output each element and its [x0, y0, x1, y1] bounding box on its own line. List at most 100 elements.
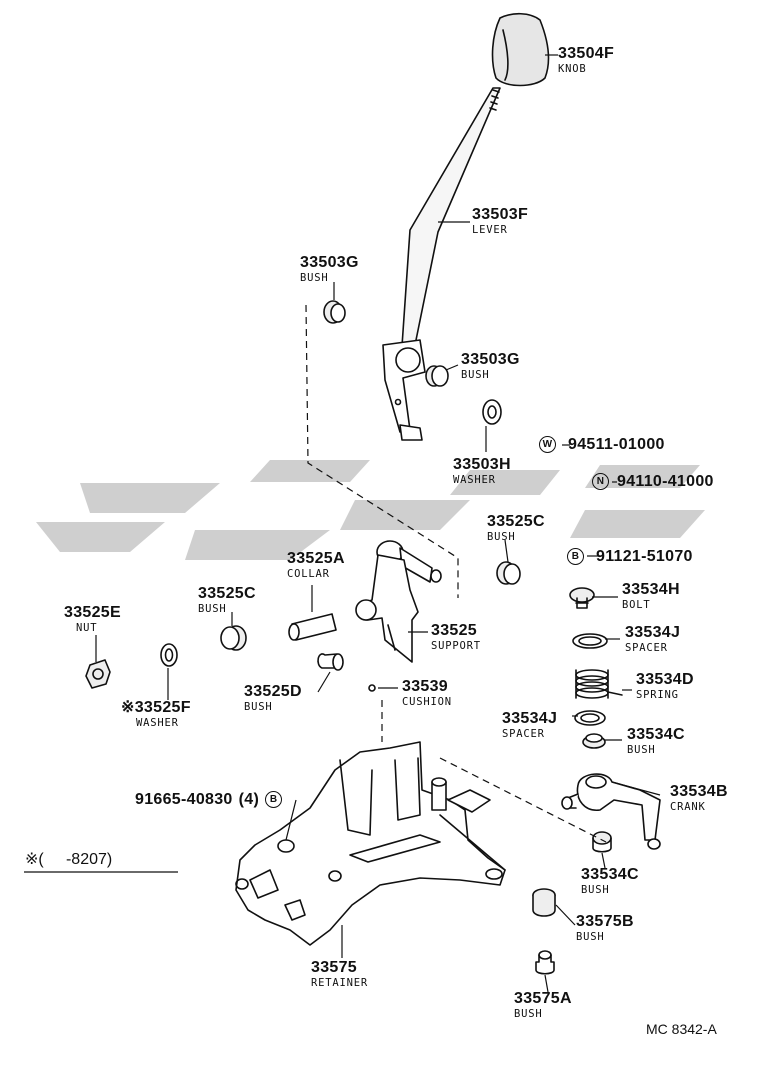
- part-number: 94511-01000: [568, 435, 665, 453]
- spacer-lower-shape: [574, 710, 606, 726]
- nut-shape: [85, 659, 111, 689]
- part-number: 33575B: [576, 913, 634, 930]
- part-number: 33525F: [134, 699, 191, 716]
- retainer-shape: [235, 741, 506, 946]
- part-label-collar: 33525A COLLAR: [287, 551, 345, 580]
- part-name: WASHER: [136, 717, 179, 729]
- footnote-text: ( -8207): [38, 851, 113, 868]
- part-number: 91121-51070: [596, 547, 693, 565]
- part-label-washer-33503h: 33503H WASHER: [453, 457, 511, 486]
- assembly-dashes: [305, 304, 607, 843]
- part-number: 33525E: [64, 604, 121, 621]
- part-label-bush-33525d: 33525D BUSH: [244, 684, 302, 713]
- footnote-mark: ※: [25, 851, 39, 868]
- part-name: SPACER: [625, 642, 668, 654]
- part-number: 33575A: [514, 990, 572, 1007]
- part-number: 33525C: [198, 585, 256, 602]
- part-name: RETAINER: [311, 977, 368, 989]
- part-label-spacer-lower: 33534J SPACER: [502, 711, 557, 740]
- lever-shape: [382, 87, 501, 441]
- part-label-lever: 33503F LEVER: [472, 207, 528, 236]
- part-number: 33503G: [461, 351, 520, 368]
- standard-part-n: N 94110-41000: [592, 473, 714, 490]
- b-circle-icon: B: [265, 791, 283, 808]
- part-number: 91665-40830: [135, 790, 233, 808]
- bush-33534c-lower-shape: [592, 831, 612, 853]
- part-label-bush-33575b: 33575B BUSH: [576, 914, 634, 943]
- part-name: BUSH: [461, 369, 490, 381]
- part-name: SPACER: [502, 728, 545, 740]
- diagram-code: MC 8342-A: [646, 1021, 717, 1037]
- part-number: 33534C: [581, 866, 639, 883]
- part-name: SUPPORT: [431, 640, 481, 652]
- part-number: 33503H: [453, 456, 511, 473]
- part-label-bolt: 33534H BOLT: [622, 582, 680, 611]
- part-name: SPRING: [636, 689, 679, 701]
- part-number: 33575: [311, 959, 357, 976]
- part-name: CUSHION: [402, 696, 452, 708]
- part-name: COLLAR: [287, 568, 330, 580]
- support-shape: [355, 540, 442, 663]
- cushion-shape: [368, 684, 376, 692]
- bush-33525c-right-shape: [496, 561, 521, 585]
- part-quantity: (4): [238, 790, 260, 808]
- part-number: 33534H: [622, 581, 680, 598]
- part-label-nut: 33525E NUT: [64, 605, 121, 634]
- leader-lines: [24, 54, 661, 993]
- part-name: KNOB: [558, 63, 587, 75]
- part-name: BOLT: [622, 599, 651, 611]
- part-number: 33534C: [627, 726, 685, 743]
- bolt-shape: [569, 587, 595, 609]
- part-label-crank: 33534B CRANK: [670, 784, 728, 813]
- collar-shape: [288, 613, 337, 641]
- part-label-bush-33525c-left: 33525C BUSH: [198, 586, 256, 615]
- crank-shape: [561, 773, 661, 850]
- part-name: BUSH: [576, 931, 605, 943]
- part-note-mark: ※: [121, 699, 135, 716]
- washer-33525f-shape: [160, 643, 178, 667]
- bush-33534c-upper-shape: [582, 733, 606, 749]
- part-name: BUSH: [627, 744, 656, 756]
- part-label-cushion: 33539 CUSHION: [402, 679, 452, 708]
- part-name: WASHER: [453, 474, 496, 486]
- part-number: 94110-41000: [617, 472, 714, 490]
- bush-upper-right-shape: [425, 365, 449, 387]
- part-number: 33525: [431, 622, 477, 639]
- part-number: 33534B: [670, 783, 728, 800]
- part-number: 33534J: [502, 710, 558, 727]
- part-label-retainer: 33575 RETAINER: [311, 960, 368, 989]
- footnote: ※( -8207): [25, 852, 112, 868]
- part-number: 33534D: [636, 671, 694, 688]
- bush-33575a-shape: [535, 950, 555, 975]
- part-label-bush-33534c-upper: 33534C BUSH: [627, 727, 685, 756]
- bush-33525c-left-shape: [220, 625, 247, 651]
- part-name: BUSH: [300, 272, 329, 284]
- part-name: BUSH: [487, 531, 516, 543]
- part-name: BUSH: [244, 701, 273, 713]
- standard-part-b: B 91121-51070: [567, 548, 693, 565]
- spring-shape: [575, 669, 623, 699]
- part-number: 33534J: [625, 624, 681, 641]
- part-label-bush-upper-right: 33503G BUSH: [461, 352, 520, 381]
- part-label-spring: 33534D SPRING: [636, 672, 694, 701]
- part-name: NUT: [76, 622, 98, 634]
- part-label-washer-33525f: ※33525F WASHER: [121, 700, 191, 729]
- standard-part-w: W 94511-01000: [539, 436, 665, 453]
- part-number: 33504F: [558, 45, 615, 62]
- part-name: LEVER: [472, 224, 508, 236]
- part-number: 33503F: [472, 206, 529, 223]
- n-circle-icon: N: [592, 473, 609, 490]
- part-number: 33525D: [244, 683, 302, 700]
- b-circle-icon: B: [567, 548, 584, 565]
- knob-shape: [491, 12, 550, 87]
- part-number: 33503G: [300, 254, 359, 271]
- part-label-bush-33575a: 33575A BUSH: [514, 991, 572, 1020]
- bush-33575b-shape: [532, 888, 556, 917]
- washer-33503h-shape: [482, 399, 502, 425]
- part-name: CRANK: [670, 801, 706, 813]
- spacer-upper-shape: [572, 633, 608, 649]
- part-label-bush-33525c-right: 33525C BUSH: [487, 514, 545, 543]
- part-label-support: 33525 SUPPORT: [431, 623, 481, 652]
- part-label-bush-33534c-lower: 33534C BUSH: [581, 867, 639, 896]
